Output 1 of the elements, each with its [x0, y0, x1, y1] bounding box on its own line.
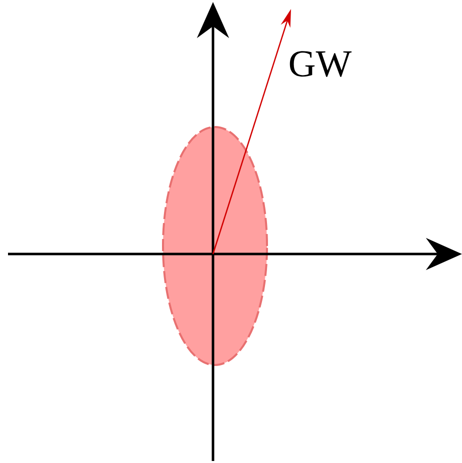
- axis-label: GW: [290, 51, 352, 77]
